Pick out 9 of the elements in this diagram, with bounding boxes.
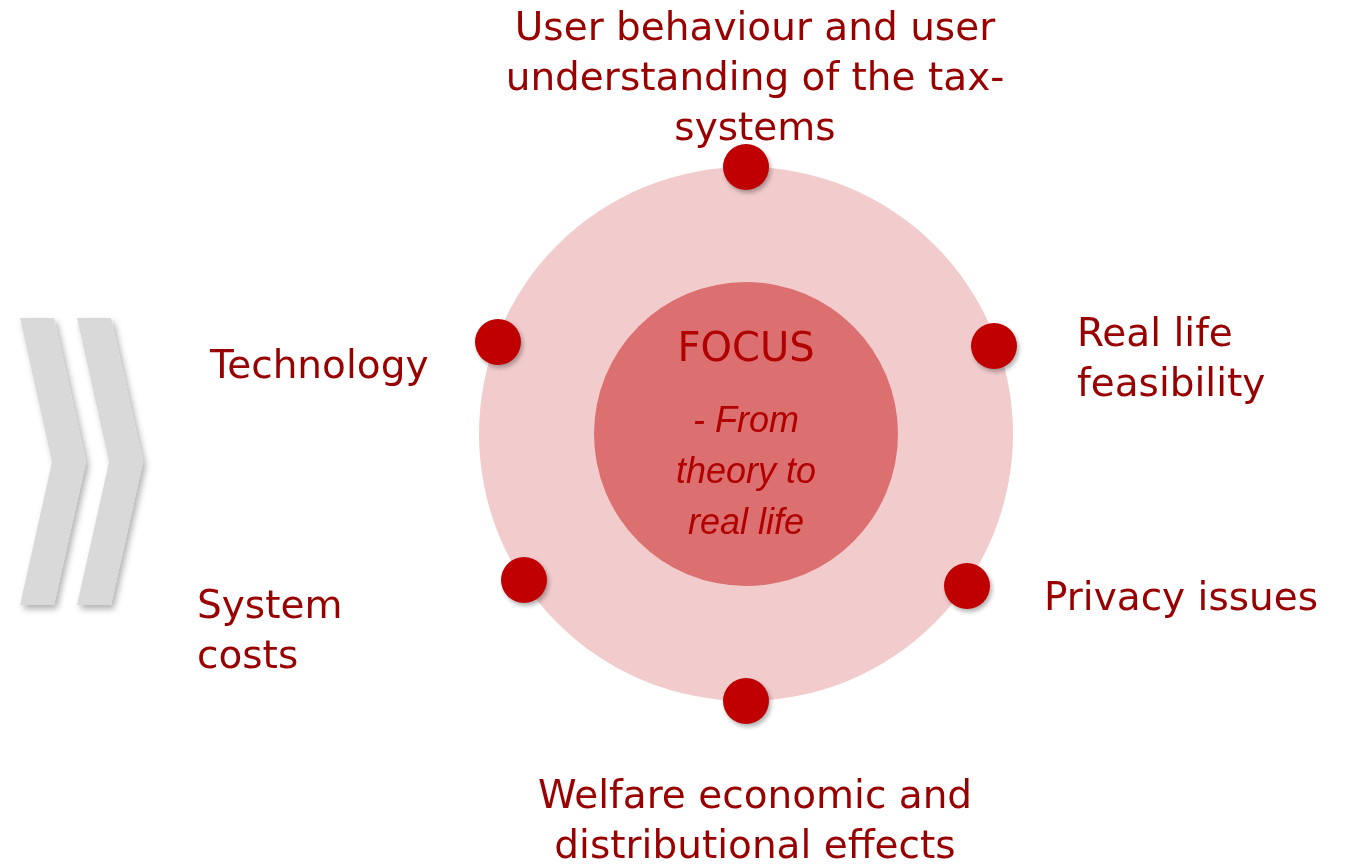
topic-label: Technology (210, 341, 429, 389)
topic-label: User behaviour and user understanding of the tax-systems (504, 3, 1006, 151)
dot-marker (723, 678, 769, 724)
focus-text: - From theory to real life (674, 398, 818, 544)
topic-label: Welfare economic and distributional effects (536, 771, 974, 866)
topic-label: Real life feasibility (1077, 309, 1267, 407)
focus-heading: FOCUS (677, 323, 815, 372)
topic-label: System costs (197, 581, 344, 679)
topic-label: Privacy issues (1044, 573, 1319, 621)
